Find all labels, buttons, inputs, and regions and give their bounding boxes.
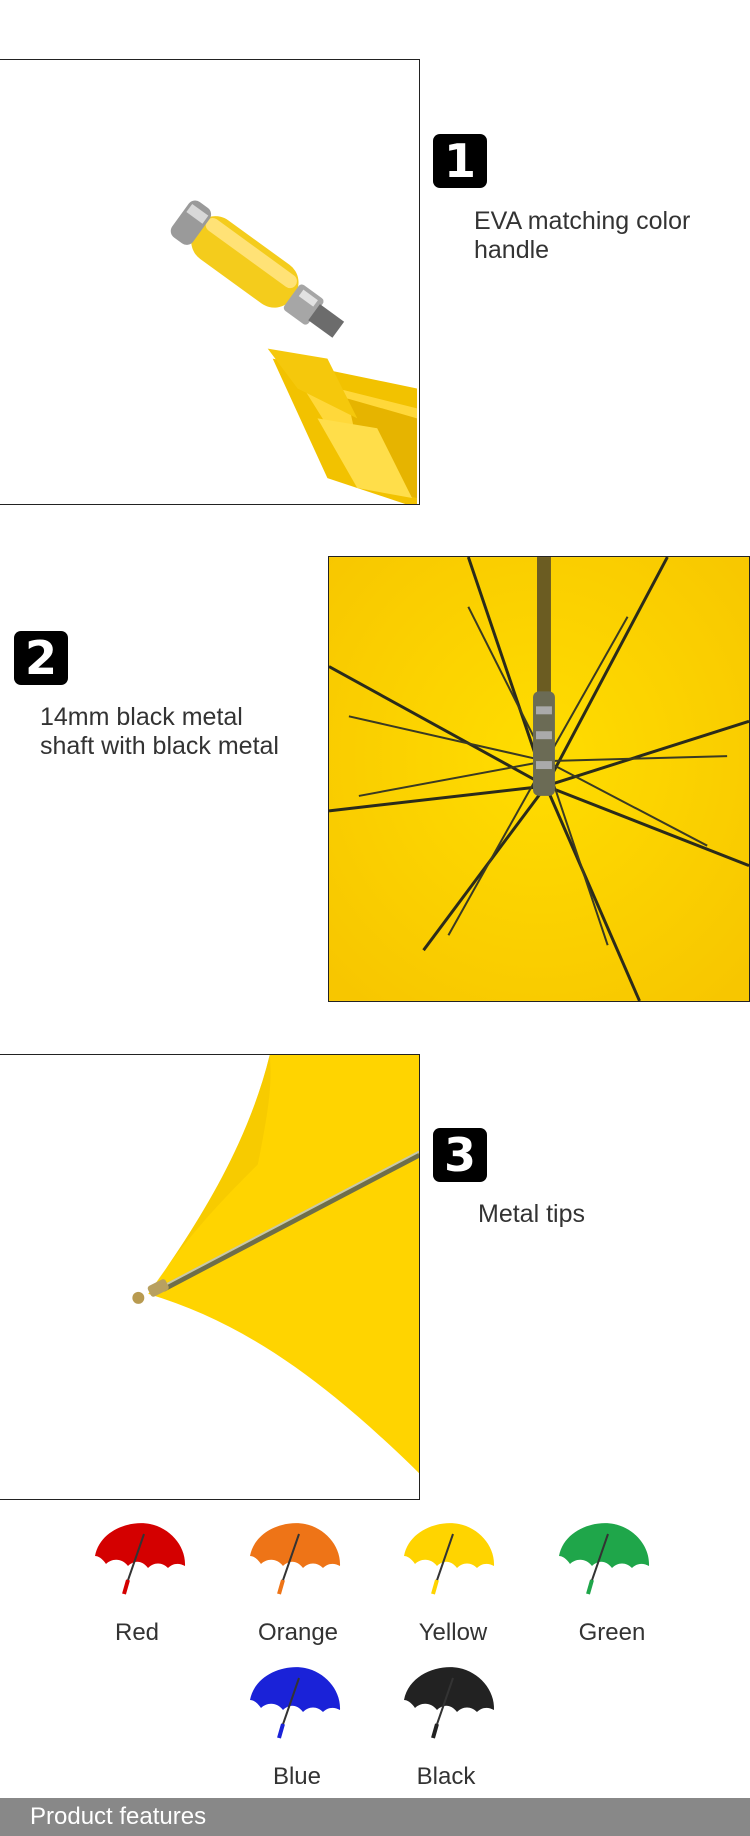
feature-2-text-line2: shaft with black metal [40, 732, 279, 760]
umbrella-handle [431, 1579, 439, 1595]
color-label-0: Red [114, 1619, 160, 1646]
umbrella-shaft [280, 1533, 300, 1587]
feature-2-photo [328, 556, 750, 1002]
color-label-3: Green [578, 1619, 646, 1646]
feature-1-text-line1: EVA matching color [474, 207, 691, 235]
product-features-bar: Product features [0, 1798, 750, 1836]
color-swatch-0[interactable] [80, 1520, 200, 1600]
feature-1-text-line2: handle [474, 236, 550, 264]
umbrella-handle [122, 1579, 130, 1595]
feature-1-photo [0, 59, 420, 505]
feature-3-description: Metal tips [478, 1200, 585, 1229]
color-swatch-5[interactable] [389, 1664, 509, 1744]
umbrella-shaft [125, 1533, 145, 1587]
umbrella-frame-photo [329, 557, 749, 1001]
color-label-1: Orange [257, 1619, 339, 1646]
color-label-4: Blue [272, 1763, 322, 1790]
feature-3-number-badge: 3 [433, 1128, 487, 1182]
umbrella-icon [559, 1523, 650, 1595]
umbrella-shaft [434, 1677, 454, 1731]
umbrella-handle [277, 1579, 285, 1595]
feature-2-text-line1: 14mm black metal [40, 703, 243, 731]
umbrella-icon [250, 1667, 341, 1739]
feature-2-description: 14mm black metal shaft with black metal [40, 703, 279, 761]
umbrella-icon [250, 1523, 341, 1595]
umbrella-icon [95, 1523, 186, 1595]
umbrella-handle [586, 1579, 594, 1595]
umbrella-handle-photo [170, 200, 418, 504]
feature-2-number-badge: 2 [14, 631, 68, 685]
color-swatch-3[interactable] [544, 1520, 664, 1600]
color-swatch-2[interactable] [389, 1520, 509, 1600]
umbrella-shaft [434, 1533, 454, 1587]
umbrella-handle [431, 1723, 439, 1739]
feature-1-description: EVA matching color handle [474, 207, 690, 265]
color-label-5: Black [416, 1763, 476, 1790]
color-swatch-4[interactable] [235, 1664, 355, 1744]
feature-1-number-badge: 1 [433, 134, 487, 188]
umbrella-shaft [589, 1533, 609, 1587]
feature-3-text-line1: Metal tips [478, 1200, 585, 1228]
product-features-label: Product features [30, 1803, 207, 1830]
color-swatch-1[interactable] [235, 1520, 355, 1600]
color-label-2: Yellow [418, 1619, 488, 1646]
umbrella-shaft [280, 1677, 300, 1731]
umbrella-icon [404, 1523, 495, 1595]
umbrella-tip-photo [132, 1055, 419, 1474]
umbrella-handle [277, 1723, 285, 1739]
feature-3-photo [0, 1054, 420, 1500]
umbrella-icon [404, 1667, 495, 1739]
